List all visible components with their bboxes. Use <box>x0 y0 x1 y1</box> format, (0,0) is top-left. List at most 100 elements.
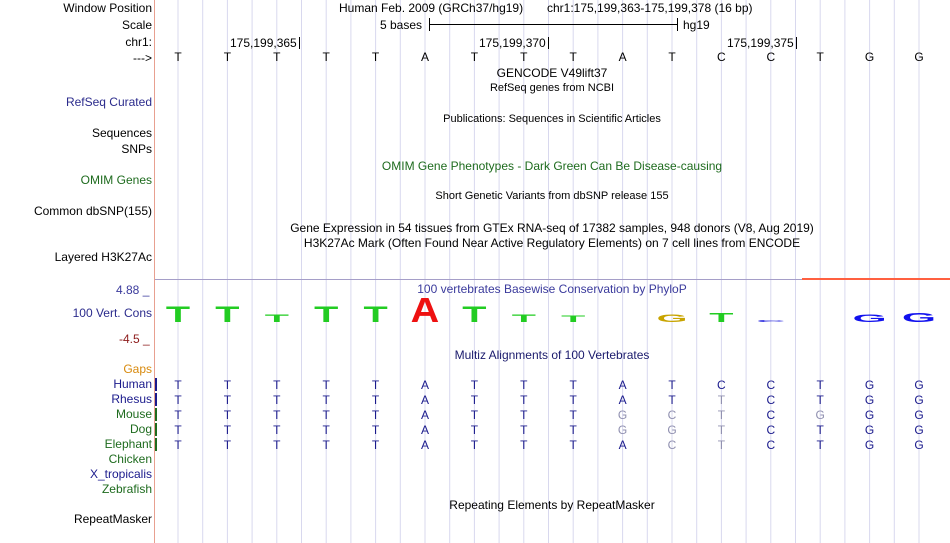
alignment-base: T <box>569 393 577 407</box>
phylop-max-label: 4.88 _ <box>116 283 150 297</box>
alignment-base: G <box>815 408 825 422</box>
alignment-base: T <box>569 423 577 437</box>
reference-base: C <box>766 50 776 64</box>
reference-base: T <box>322 50 330 64</box>
h3k27ac-title[interactable]: H3K27Ac Mark (Often Found Near Active Re… <box>303 236 801 250</box>
species-row-marker <box>155 423 157 436</box>
reference-base: T <box>371 50 380 64</box>
reference-base: T <box>668 50 676 64</box>
phylop-base: T <box>512 313 537 325</box>
track-label-100-vert-cons[interactable]: 100 Vert. Cons <box>72 306 152 320</box>
track-label-sequences[interactable]: Sequences <box>91 126 152 140</box>
alignment-base: T <box>322 423 330 437</box>
species-label-x_tropicalis[interactable]: X_tropicalis <box>89 467 152 481</box>
alignment-base: T <box>174 438 182 452</box>
species-row-marker <box>155 438 157 451</box>
species-label-elephant[interactable]: Elephant <box>104 437 152 451</box>
alignment-base: G <box>617 423 628 437</box>
track-label-divider <box>154 0 155 543</box>
alignment-base: T <box>520 423 528 437</box>
alignment-base: C <box>667 438 677 452</box>
phylop-base: G <box>657 313 688 325</box>
track-label-common-dbsnp[interactable]: Common dbSNP(155) <box>33 204 152 218</box>
track-label-omim-genes[interactable]: OMIM Genes <box>80 173 152 187</box>
alignment-base: T <box>174 408 182 422</box>
alignment-base: T <box>816 393 824 407</box>
gencode-title[interactable]: GENCODE V49lift37 <box>496 66 608 80</box>
track-label-refseq-curated[interactable]: RefSeq Curated <box>65 95 152 109</box>
track-label-gaps[interactable]: Gaps <box>123 362 152 376</box>
species-label-mouse[interactable]: Mouse <box>115 407 152 421</box>
alignment-base: T <box>273 378 281 392</box>
species-row-marker <box>155 408 157 421</box>
alignment-base: T <box>717 393 726 407</box>
reference-base: T <box>273 50 281 64</box>
species-label-chicken[interactable]: Chicken <box>108 452 152 466</box>
track-label-layered-h3k27ac[interactable]: Layered H3K27Ac <box>54 250 152 264</box>
alignment-base: T <box>717 438 726 452</box>
gtex-title[interactable]: Gene Expression in 54 tissues from GTEx … <box>290 221 814 235</box>
alignment-base: G <box>914 408 924 422</box>
strand-arrow[interactable]: ---> <box>133 51 152 65</box>
dbsnp-title[interactable]: Short Genetic Variants from dbSNP releas… <box>435 190 669 202</box>
phylop-base: T <box>265 313 290 325</box>
alignment-base: T <box>273 423 281 437</box>
alignment-base: T <box>816 378 824 392</box>
refseq-subtitle[interactable]: RefSeq genes from NCBI <box>489 82 615 94</box>
alignment-base: T <box>223 423 232 437</box>
alignment-base: C <box>766 393 776 407</box>
species-label-zebrafish[interactable]: Zebrafish <box>101 482 152 496</box>
track-label-repeatmasker[interactable]: RepeatMasker <box>73 512 152 526</box>
alignment-base: T <box>569 378 577 392</box>
alignment-base: T <box>717 423 726 437</box>
omim-title[interactable]: OMIM Gene Phenotypes - Dark Green Can Be… <box>381 159 723 173</box>
species-label-human[interactable]: Human <box>113 377 152 391</box>
species-label-rhesus[interactable]: Rhesus <box>111 392 152 406</box>
alignment-base: T <box>520 438 528 452</box>
multiz-title[interactable]: Multiz Alignments of 100 Vertebrates <box>454 348 650 362</box>
alignment-base: T <box>520 393 528 407</box>
alignment-base: A <box>420 393 429 407</box>
window-position: chr1:175,199,363-175,199,378 (16 bp) <box>547 1 753 15</box>
phylop-highlight-line <box>802 278 950 280</box>
species-label-dog[interactable]: Dog <box>129 422 152 436</box>
alignment-base: T <box>371 393 380 407</box>
phylop-base: T <box>462 302 487 327</box>
alignment-base: G <box>914 393 924 407</box>
alignment-base: A <box>618 378 627 392</box>
alignment-base: T <box>223 438 232 452</box>
alignment-base: T <box>371 408 380 422</box>
publications-title[interactable]: Publications: Sequences in Scientific Ar… <box>443 113 661 125</box>
alignment-base: A <box>420 408 429 422</box>
phylop-min-label: -4.5 _ <box>119 332 150 346</box>
phylop-base: T <box>314 302 339 327</box>
coord-1: 175,199,365 <box>230 36 300 50</box>
alignment-base: A <box>420 438 429 452</box>
alignment-base: T <box>371 438 380 452</box>
alignment-base: C <box>766 423 776 437</box>
alignment-base: T <box>223 408 232 422</box>
alignment-base: T <box>273 393 281 407</box>
alignment-base: A <box>618 438 627 452</box>
reference-base: T <box>569 50 577 64</box>
alignment-base: T <box>470 393 479 407</box>
reference-base: T <box>174 50 182 64</box>
track-label-snps[interactable]: SNPs <box>121 142 152 156</box>
repeatmasker-title[interactable]: Repeating Elements by RepeatMasker <box>449 498 655 512</box>
alignment-base: T <box>174 423 182 437</box>
phylop-title[interactable]: 100 vertebrates Basewise Conservation by… <box>417 282 687 296</box>
alignment-base: T <box>371 378 380 392</box>
assembly-name: Human Feb. 2009 (GRCh37/hg19) <box>339 1 524 15</box>
alignment-base: T <box>273 438 281 452</box>
alignment-base: T <box>223 378 232 392</box>
alignment-base: G <box>864 393 875 407</box>
alignment-base: T <box>816 438 824 452</box>
chr-label: chr1: <box>125 35 152 49</box>
alignment-base: C <box>766 438 776 452</box>
scale-bar-left-tick <box>429 18 430 31</box>
scale-bar <box>429 24 677 25</box>
reference-base: C <box>717 50 726 64</box>
alignment-base: T <box>174 378 182 392</box>
scale-db: hg19 <box>683 18 710 32</box>
